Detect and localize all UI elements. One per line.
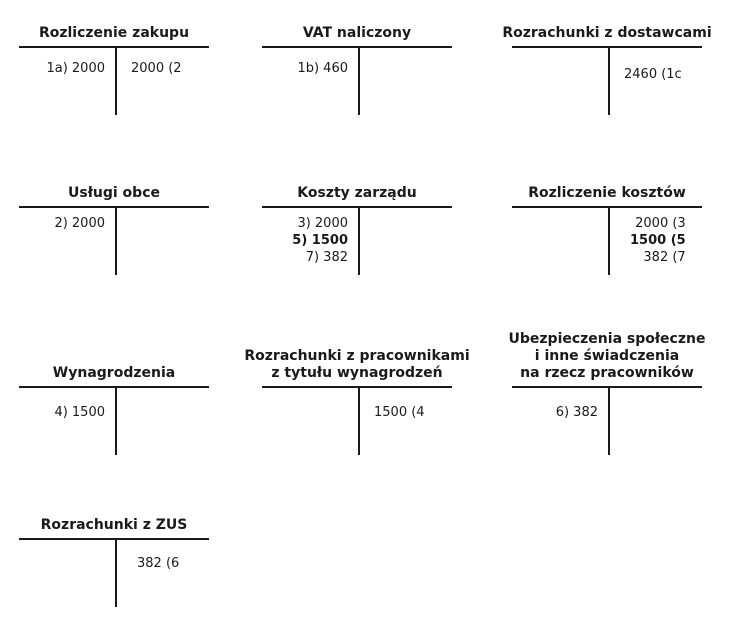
t-account-vertical-line (608, 387, 610, 455)
t-account-horizontal-line (512, 386, 702, 388)
debit-entry: 1a) 2000 (46, 61, 105, 76)
credit-side: 2000 (2 (131, 60, 182, 77)
debit-entry: 7) 382 (305, 250, 348, 265)
credit-entry: 2000 (2 (131, 61, 182, 76)
t-account-horizontal-line (19, 538, 209, 540)
t-account-horizontal-line (19, 386, 209, 388)
debit-entry: 5) 1500 (292, 233, 348, 248)
credit-entry: 382 (6 (137, 556, 180, 571)
account-title: Ubezpieczenia społeczne i inne świadczen… (508, 331, 706, 381)
account-title: Rozliczenie zakupu (38, 25, 190, 41)
t-account-horizontal-line (262, 386, 452, 388)
credit-entry: 2460 (1c (624, 67, 682, 82)
debit-side: 1a) 2000 (46, 60, 105, 77)
t-account-vertical-line (115, 387, 117, 455)
debit-side: 2) 2000 (54, 215, 105, 232)
account-title: Rozliczenie kosztów (528, 185, 686, 201)
t-account-horizontal-line (512, 46, 702, 48)
t-account-vertical-line (115, 47, 117, 115)
account-title: Koszty zarządu (297, 185, 417, 201)
account-title: Usługi obce (68, 185, 160, 201)
debit-entry: 4) 1500 (54, 405, 105, 420)
account-title: VAT naliczony (302, 25, 412, 41)
debit-entry: 2) 2000 (54, 216, 105, 231)
debit-entry: 1b) 460 (297, 61, 348, 76)
credit-entry: 382 (7 (643, 250, 686, 265)
t-account-horizontal-line (19, 46, 209, 48)
t-account-vertical-line (358, 207, 360, 275)
debit-side: 6) 382 (556, 404, 598, 421)
account-title: Wynagrodzenia (52, 365, 176, 381)
debit-entry: 6) 382 (555, 405, 598, 420)
credit-side: 2460 (1c (624, 66, 682, 83)
credit-entry: 2000 (3 (635, 216, 686, 231)
t-account-horizontal-line (19, 206, 209, 208)
t-account-horizontal-line (512, 206, 702, 208)
t-account-vertical-line (115, 539, 117, 607)
credit-side: 2000 (3 1500 (5 382 (7 (630, 215, 686, 266)
account-title: Rozrachunki z dostawcami (502, 25, 712, 41)
credit-entry: 1500 (4 (374, 405, 425, 420)
t-account-horizontal-line (262, 46, 452, 48)
t-account-vertical-line (608, 207, 610, 275)
debit-side: 4) 1500 (54, 404, 105, 421)
debit-side: 1b) 460 (297, 60, 348, 77)
t-account-vertical-line (358, 47, 360, 115)
credit-entry: 1500 (5 (630, 233, 686, 248)
t-account-vertical-line (115, 207, 117, 275)
account-title: Rozrachunki z pracownikami z tytułu wyna… (244, 348, 470, 381)
debit-entry: 3) 2000 (297, 216, 348, 231)
credit-side: 382 (6 (137, 555, 179, 572)
credit-side: 1500 (4 (374, 404, 425, 421)
t-account-vertical-line (358, 387, 360, 455)
debit-side: 3) 2000 5) 1500 7) 382 (292, 215, 348, 266)
account-title: Rozrachunki z ZUS (40, 517, 188, 533)
t-account-vertical-line (608, 47, 610, 115)
t-account-horizontal-line (262, 206, 452, 208)
